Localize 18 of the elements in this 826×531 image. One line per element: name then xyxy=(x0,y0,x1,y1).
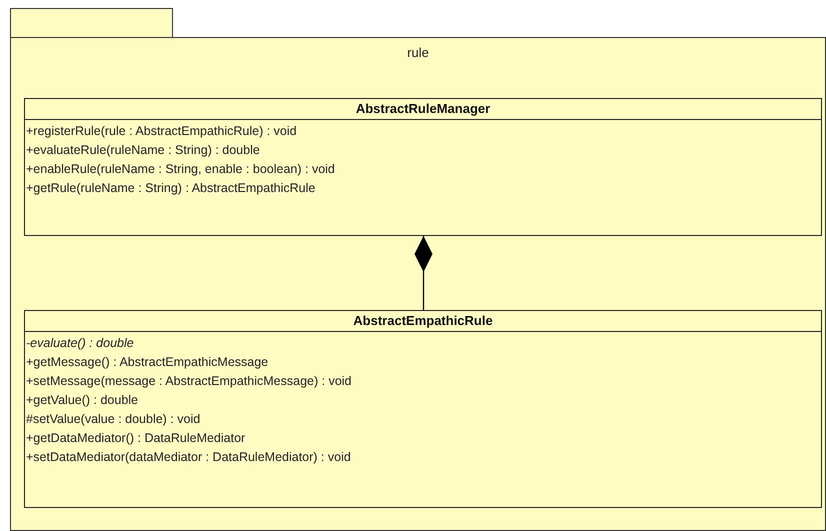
operation-text: +getRule(ruleName : String) : AbstractEmpathicRule xyxy=(26,181,316,195)
operation-text: #setValue(value : double) : void xyxy=(26,412,200,426)
package-name: rule xyxy=(407,45,429,60)
operation-text: +setMessage(message : AbstractEmpathicMessage) : void xyxy=(26,374,352,388)
operation-text: +registerRule(rule : AbstractEmpathicRule) : void xyxy=(26,124,297,138)
operation-text: +setDataMediator(dataMediator : DataRuleMediator) : void xyxy=(26,450,351,464)
composition-line xyxy=(414,236,432,310)
operation-text: +enableRule(ruleName : String, enable : boolean) : void xyxy=(26,162,335,176)
operation-text: +getDataMediator() : DataRuleMediator xyxy=(26,431,246,445)
class-name: AbstractRuleManager xyxy=(356,101,490,116)
class-box xyxy=(24,98,822,236)
operation-text: -evaluate() : double xyxy=(26,336,134,350)
package-frame xyxy=(10,8,826,531)
operation-text: +getMessage() : AbstractEmpathicMessage xyxy=(26,355,268,369)
class-box xyxy=(24,310,822,508)
operation-text: +getValue() : double xyxy=(26,393,138,407)
class-name: AbstractEmpathicRule xyxy=(353,313,493,328)
operation-text: +evaluateRule(ruleName : String) : double xyxy=(26,143,260,157)
